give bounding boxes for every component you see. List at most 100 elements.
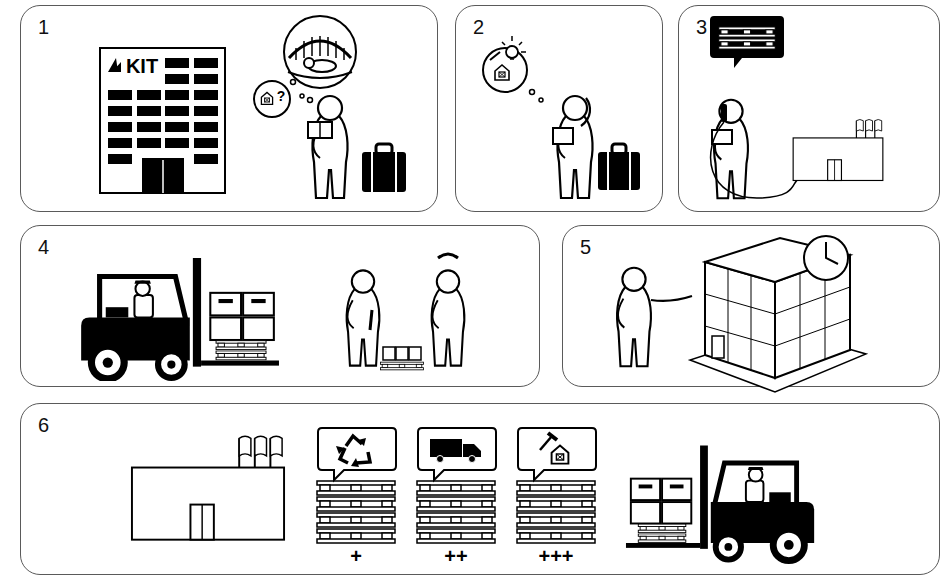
kit-building [165,58,189,68]
pallet-stacks [417,513,495,527]
kit-building [165,138,189,148]
speech-bubble [719,27,776,37]
workers [381,362,424,370]
kit-building [194,58,218,68]
idea-bubble [483,36,543,102]
rating-mark: ? [277,88,286,104]
warehouse [826,242,838,264]
presenting-figure [617,268,692,367]
idea-bubble [530,90,535,95]
forklift [626,446,814,561]
warehouse [690,236,866,392]
suitcase [362,144,406,192]
kit-building [137,138,161,148]
option-bubbles [340,436,370,463]
kit-building [194,90,218,100]
thought-bubbles [308,98,313,103]
pallet-stacks [417,481,495,495]
thinking-figure [581,98,590,126]
idea-bubble [539,98,543,102]
warehouse [775,264,850,369]
thought-bubbles [304,58,314,68]
pallet-stacks [517,497,595,511]
option-bubbles [548,433,557,440]
suitcase [598,144,640,190]
panel-number: 4 [38,236,49,259]
option-bubbles [356,452,370,463]
kit-building [165,74,189,84]
idea-bubble [483,48,527,92]
kit-building [194,106,218,116]
thinking-figure [557,96,592,198]
pallet-stacks [317,529,395,543]
phoning-figure [721,104,727,122]
suitcase [362,152,406,192]
rating-mark: +++ [538,545,573,568]
option-bubbles [437,456,444,463]
option-bubbles [418,428,496,480]
thought-bubbles [284,16,356,88]
forklift [81,258,279,379]
kit-building [165,106,189,116]
pallet-stacks [517,529,595,543]
thought-bubbles [296,36,344,60]
workers [409,347,421,360]
kit-building [108,154,132,164]
panel-number: 2 [473,16,484,39]
workers [432,270,465,365]
kit-building [108,122,132,132]
option-bubbles [430,439,462,457]
kit-building [100,48,225,193]
warehouse [712,336,724,358]
kit-building [162,160,164,193]
suitcase [598,152,640,190]
kit-building [137,106,161,116]
workers [438,254,458,258]
pallet-stacks [517,513,595,527]
idea-bubble [490,52,500,60]
traveller-figure [319,122,321,138]
thinking-figure [553,128,573,144]
kit-building [165,122,189,132]
phoning-figure [712,100,748,199]
kit-building [137,90,161,100]
thought-bubbles [261,92,272,104]
pallet-stacks [317,497,395,511]
idea-bubble [506,46,518,58]
kit-building [194,154,218,164]
store-building [132,436,284,539]
option-bubbles [318,428,596,480]
traveller-figure [308,122,332,138]
kit-building [142,158,184,193]
presenting-figure [617,268,651,367]
idea-bubble [495,65,509,80]
logo-text: KIT [126,55,158,78]
kit-building [137,122,161,132]
option-bubbles [518,428,596,480]
thought-bubbles [288,72,352,78]
kit-building [194,74,218,84]
panel-number: 6 [38,414,49,437]
workers [396,347,408,360]
panel-number: 3 [696,16,707,39]
traveller-figure [312,96,347,198]
thinking-figure [553,96,593,198]
phone-cord [711,122,800,198]
workers [383,347,395,360]
workers [347,254,465,370]
rating-mark: ++ [444,545,467,568]
suitcase [608,152,630,190]
pallet-stacks [417,529,495,543]
option-bubbles [540,436,552,450]
traveller-figure [308,96,348,198]
pallet-stacks [317,513,395,527]
forklift [626,446,814,561]
option-bubbles [336,438,366,467]
pallet-stacks [517,481,595,495]
panel-number: 1 [38,16,49,39]
rating-mark: + [350,545,362,568]
kit-building [194,138,218,148]
